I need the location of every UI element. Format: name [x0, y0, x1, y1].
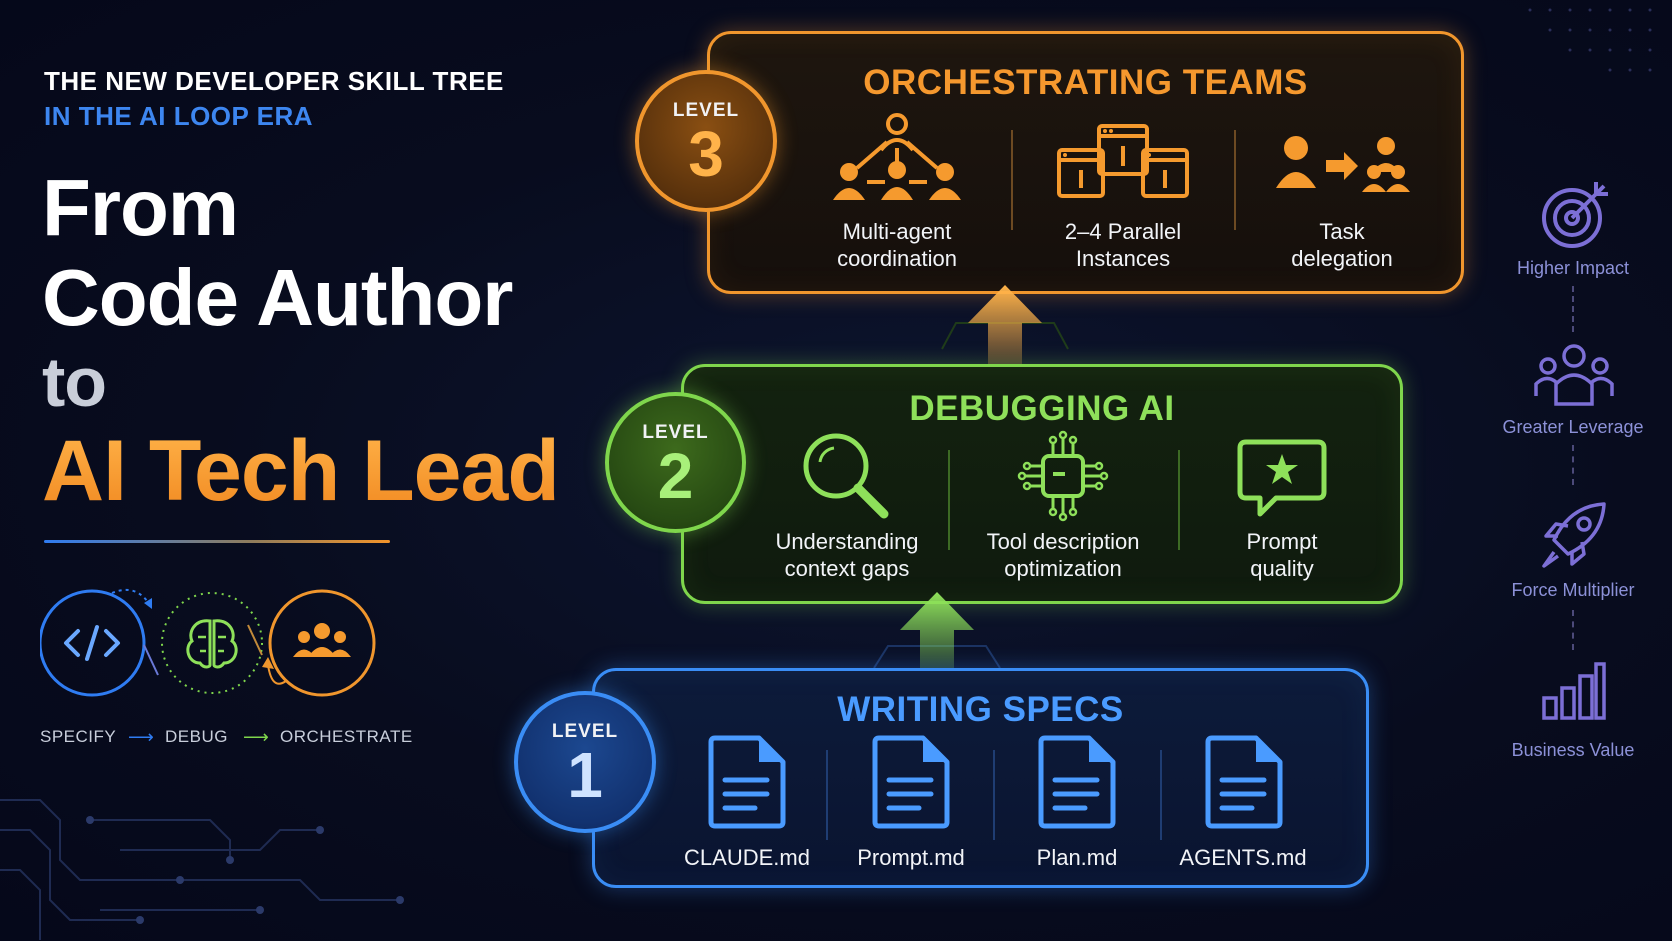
- item-label: delegation: [1291, 246, 1393, 271]
- level-word: LEVEL: [551, 721, 619, 742]
- level-3-title: ORCHESTRATING TEAMS: [863, 63, 1308, 102]
- benefit-label-force-multiplier: Force Multiplier: [1511, 580, 1635, 600]
- chip-icon: [1017, 430, 1109, 522]
- benefit-label-greater-leverage: Greater Leverage: [1502, 417, 1644, 437]
- code-icon: [38, 589, 146, 697]
- flow-step-specify: SPECIFY: [40, 727, 117, 746]
- windows-icon: [1057, 124, 1189, 198]
- document-icon: [872, 735, 950, 829]
- item-label: Tool description: [986, 529, 1140, 554]
- separator: [993, 750, 995, 840]
- separator: [1234, 130, 1236, 230]
- magnifier-icon: [803, 433, 889, 519]
- circuit-decoration: [0, 799, 404, 940]
- delegate-icon: [1276, 136, 1410, 192]
- level-3-item-parallel-instances: 2–4 Parallel Instances: [1035, 110, 1211, 280]
- level-number: 2: [657, 440, 694, 512]
- level-1-item-plan-md: Plan.md: [1002, 734, 1152, 874]
- level-number: 3: [688, 118, 724, 190]
- level-2-item-context-gaps: Understanding context gaps: [764, 428, 930, 588]
- level-2-item-tool-description: Tool description optimization: [968, 428, 1158, 588]
- arrow-right-icon: ⟶: [128, 727, 154, 747]
- headline-line-2: Code Author: [42, 253, 513, 342]
- team-icon: [268, 589, 376, 697]
- dot-grid-decoration: [1528, 8, 1652, 72]
- rail-connector: [1572, 445, 1574, 485]
- flow-step-orchestrate: ORCHESTRATE: [280, 727, 413, 746]
- item-label: Task: [1319, 219, 1365, 244]
- brain-icon: [161, 592, 263, 694]
- bar-chart-icon: [1542, 662, 1606, 720]
- level-2-badge: LEVEL 2: [605, 392, 746, 533]
- rail-connector: [1572, 610, 1574, 650]
- up-arrow-icon: [873, 592, 1001, 675]
- star-chat-icon: [1237, 439, 1327, 517]
- document-icon: [1205, 735, 1283, 829]
- separator: [826, 750, 828, 840]
- item-label: CLAUDE.md: [684, 845, 810, 870]
- item-label: Instances: [1075, 246, 1171, 271]
- item-label: Prompt: [1246, 529, 1318, 554]
- rail-connector: [1572, 286, 1574, 332]
- level-3-item-multi-agent: Multi-agent coordination: [812, 110, 982, 280]
- headline-line-4: AI Tech Lead: [42, 423, 560, 519]
- people-icon: [1534, 344, 1614, 406]
- document-icon: [708, 735, 786, 829]
- flow-step-debug: DEBUG: [165, 727, 228, 746]
- benefit-label-higher-impact: Higher Impact: [1516, 258, 1630, 278]
- item-label: AGENTS.md: [1179, 845, 1307, 870]
- separator: [1011, 130, 1013, 230]
- level-1-item-prompt-md: Prompt.md: [836, 734, 986, 874]
- headline-line-1: From: [42, 163, 239, 252]
- level-1-item-agents-md: AGENTS.md: [1168, 734, 1318, 874]
- level-3-item-task-delegation: Task delegation: [1262, 110, 1422, 280]
- level-1-item-claude-md: CLAUDE.md: [672, 734, 822, 874]
- item-label: 2–4 Parallel: [1064, 219, 1182, 244]
- gradient-divider: [44, 540, 390, 543]
- level-2-item-prompt-quality: Prompt quality: [1212, 428, 1352, 588]
- kicker-title: THE NEW DEVELOPER SKILL TREE: [44, 66, 504, 96]
- item-label: coordination: [837, 246, 957, 271]
- benefit-label-business-value: Business Value: [1511, 740, 1635, 760]
- item-label: context gaps: [784, 556, 910, 581]
- level-1-title: WRITING SPECS: [837, 690, 1124, 729]
- rocket-icon: [1542, 502, 1606, 568]
- up-arrow-icon: [941, 285, 1069, 373]
- level-word: LEVEL: [642, 422, 709, 443]
- level-number: 1: [567, 739, 603, 811]
- level-3-badge: LEVEL 3: [635, 70, 777, 212]
- item-label: Multi-agent: [842, 219, 952, 244]
- headline-line-3: to: [42, 343, 107, 421]
- target-icon: [1542, 182, 1608, 248]
- kicker-subtitle: IN THE AI LOOP ERA: [44, 101, 314, 131]
- document-icon: [1038, 735, 1116, 829]
- separator: [1160, 750, 1162, 840]
- item-label: Understanding: [775, 529, 919, 554]
- level-1-badge: LEVEL 1: [514, 691, 656, 833]
- arrow-right-icon: ⟶: [243, 727, 269, 747]
- level-word: LEVEL: [672, 100, 740, 121]
- separator: [948, 450, 950, 550]
- network-icon: [833, 113, 961, 200]
- item-label: quality: [1250, 556, 1314, 581]
- item-label: Plan.md: [1036, 845, 1118, 870]
- separator: [1178, 450, 1180, 550]
- item-label: Prompt.md: [857, 845, 965, 870]
- item-label: optimization: [1004, 556, 1122, 581]
- level-2-title: DEBUGGING AI: [909, 389, 1175, 428]
- flow-icons: [38, 585, 380, 705]
